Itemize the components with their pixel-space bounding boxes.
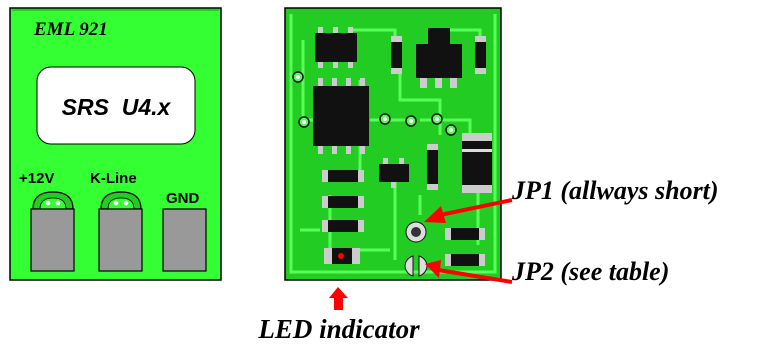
jp2-label: JP2 (see table) [511,257,669,286]
pin-label-12v: +12V [19,170,54,187]
led-indicator-label: LED indicator [257,314,420,344]
led-arrow [329,287,348,310]
resistor-right-2 [445,254,485,266]
jumper-jp2 [404,255,428,277]
diode-large [462,133,492,193]
pin-label-kline: K-Line [90,170,137,187]
connector-led-kline [100,191,142,210]
resistor-row-2 [322,196,364,208]
module-model-label: EML 921 [33,19,108,40]
ic-top-left [315,27,357,68]
product-label: SRS U4.x [62,94,172,120]
pad-gnd [162,208,207,272]
resistor-row-3 [322,220,364,232]
jp1-arrow [424,198,513,223]
led-component [324,248,360,264]
product-label-plate [36,66,196,145]
resistor-top-2 [475,36,486,74]
pin-label-gnd: GND [166,190,200,207]
ic-main [313,78,369,154]
resistor-row-1 [322,170,364,182]
jp2-arrow [425,260,513,284]
pad-12v [30,208,75,272]
pcb-board [284,7,502,281]
jumper-jp1 [405,221,427,243]
connector-led-12v [32,191,74,210]
transistor-small [379,158,409,188]
resistor-right-1 [445,228,485,240]
pcb-vias [292,71,457,136]
jp1-label: JP1 (allways short) [511,176,719,205]
voltage-regulator [416,28,462,88]
capacitor-vertical [427,144,438,190]
left-module: EML 921 SRS U4.x +12V K-Line GND [9,7,222,281]
pad-kline [98,208,143,272]
resistor-top-1 [391,36,402,74]
